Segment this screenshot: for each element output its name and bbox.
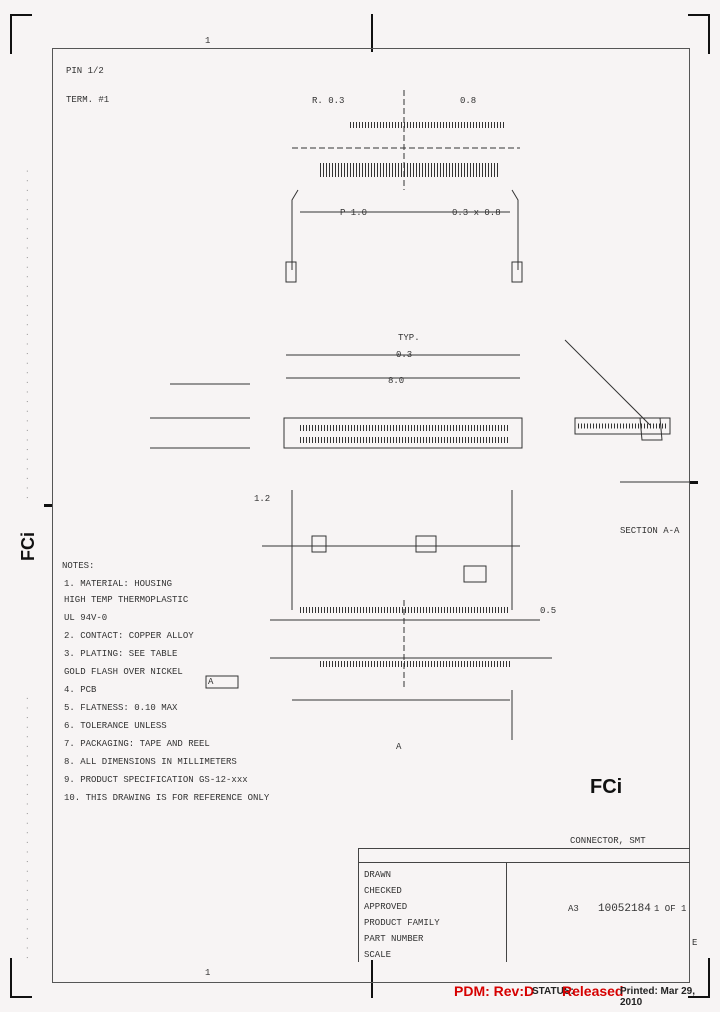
note-8: 5. FLATNESS: 0.10 MAX [64,703,178,713]
tb-row-scale: SCALE [364,950,392,960]
status-value: Released [562,983,624,999]
note-10: 7. PACKAGING: TAPE AND REEL [64,739,210,749]
title-block: DRAWN CHECKED APPROVED PRODUCT FAMILY PA… [358,766,690,962]
dim-label-5: TYP. [398,333,420,343]
pcb-pad-right [463,565,487,583]
top-view-tabs [285,261,523,283]
dim-label-2: 0.8 [460,96,477,106]
crop-mark-tr-v [708,14,710,54]
note-1: 1. MATERIAL: HOUSING [64,579,173,589]
dim-label-1: R. 0.3 [312,96,345,106]
dim-label-4: 0.3 x 0.8 [452,208,501,218]
dim-label-11: A [208,677,214,687]
printed-date: Printed: Mar 29, 2010 [620,986,696,1008]
tb-title: CONNECTOR, SMT [570,836,646,846]
note-3: UL 94V-0 [64,613,108,623]
pcb-pad-left [311,535,327,553]
tb-row-part: PART NUMBER [364,934,424,944]
notes-title: NOTES: [62,561,95,571]
crop-mark-bottom-mid [371,960,373,998]
tb-row-approved: APPROVED [364,902,408,912]
crop-mark-top-mid [371,14,373,52]
tb-size: A3 [568,904,579,914]
crop-mark-tr-h [688,14,710,16]
tb-row-family: PRODUCT FAMILY [364,918,440,928]
detail-section-body [574,417,671,435]
tb-fci-logo: FCi [590,776,623,798]
bottom-zone-label: 1 [205,968,211,978]
note-12: 9. PRODUCT SPECIFICATION GS-12-xxx [64,775,248,785]
front-view-housing [283,417,523,449]
tb-row-checked: CHECKED [364,886,402,896]
pcb-pad-mid [415,535,437,553]
dim-label-7: 8.0 [388,376,405,386]
note-4: 2. CONTACT: COPPER ALLOY [64,631,194,641]
crop-mark-tl-h [10,14,32,16]
dim-label-10: 0.5 [540,606,557,616]
crop-mark-right-mid [690,481,698,484]
status-label: STATUS: [532,986,574,997]
tb-sheet: 1 OF 1 [654,904,687,914]
dim-label-9: 1.2 [254,494,271,504]
crop-mark-bl-h [10,996,32,998]
note-13: 10. THIS DRAWING IS FOR REFERENCE ONLY [64,793,270,803]
tb-row-drawn: DRAWN [364,870,392,880]
top-zone-label: 1 [205,36,211,46]
note-7: 4. PCB [64,685,97,695]
note-9: 6. TOLERANCE UNLESS [64,721,167,731]
detail-leader [564,339,651,426]
note-11: 8. ALL DIMENSIONS IN MILLIMETERS [64,757,237,767]
drawing-frame [52,48,690,983]
datum-box [205,675,239,689]
note-5: 3. PLATING: SEE TABLE [64,649,178,659]
note-6: GOLD FLASH OVER NICKEL [64,667,183,677]
tb-part-number: 10052184 [598,903,651,915]
dim-label-3: P 1.0 [340,208,368,218]
dim-label-8: SECTION A-A [620,526,680,536]
top-left-label-2: TERM. #1 [66,95,110,105]
crop-mark-br-v [708,958,710,998]
crop-mark-left-mid [44,504,52,507]
crop-mark-tl-v [10,14,12,54]
note-2: HIGH TEMP THERMOPLASTIC [64,595,189,605]
top-left-label-1: PIN 1/2 [66,66,104,76]
dim-label-6: 0.3 [396,350,413,360]
dim-label-12: A [396,742,402,752]
right-zone-label: E [692,938,698,948]
crop-mark-br-h [688,996,710,998]
pdm-rev: PDM: Rev:D [454,983,535,999]
top-view-side-profile [291,189,519,270]
crop-mark-bl-v [10,958,12,998]
detail-hook [639,417,663,441]
